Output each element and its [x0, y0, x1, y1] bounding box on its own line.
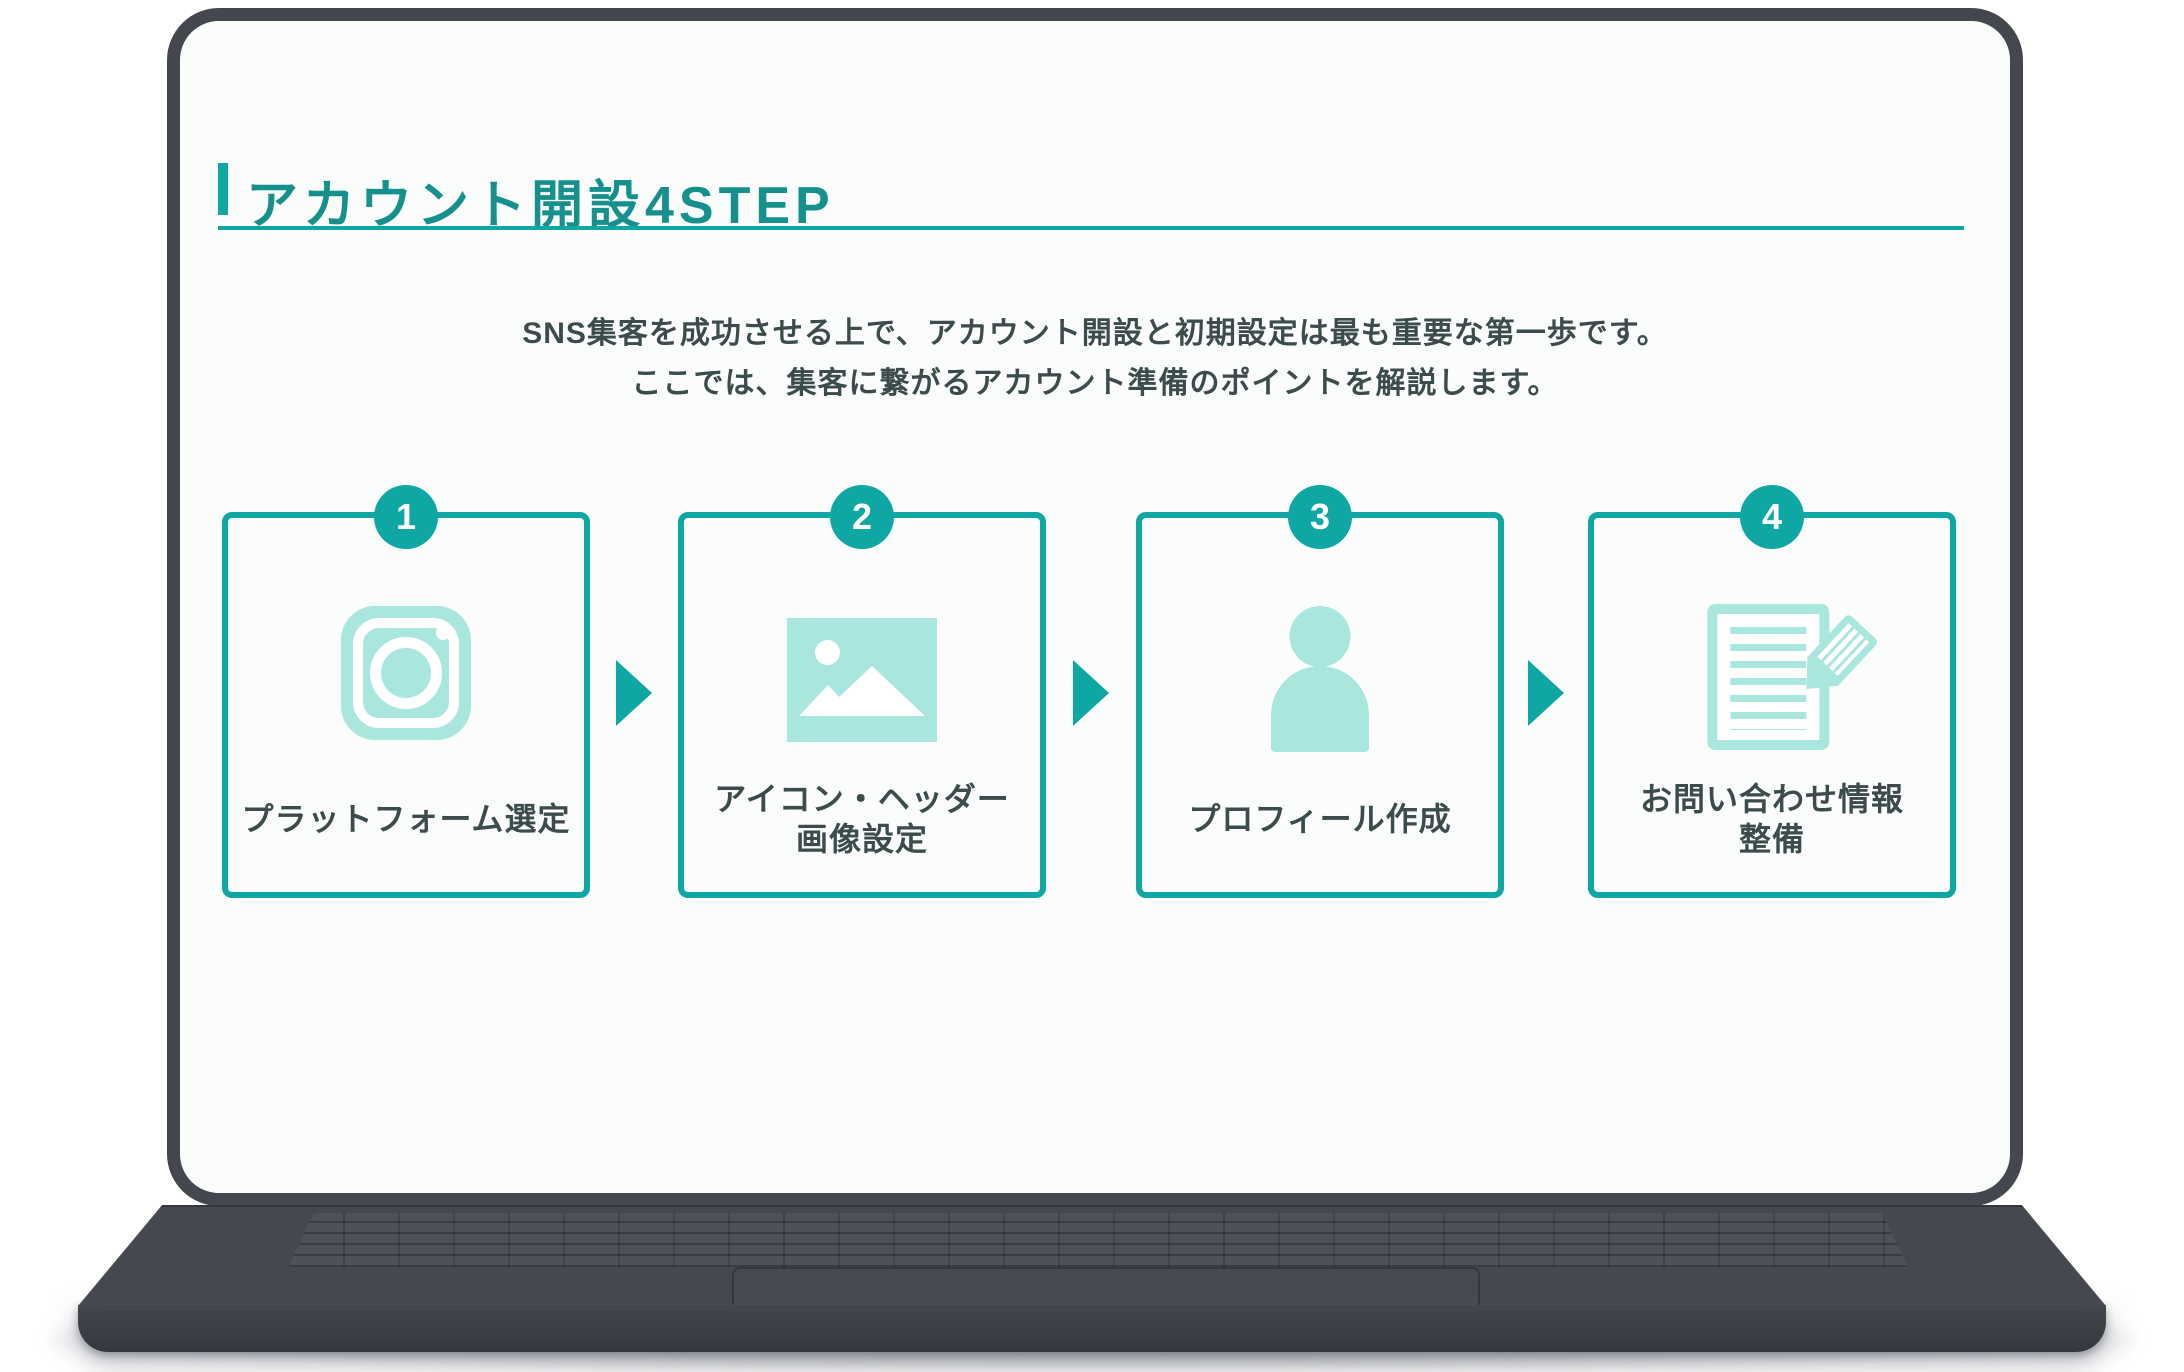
step-box-3: 3 プロフィール作成 [1136, 485, 1504, 898]
laptop-base-front-edge [78, 1305, 2106, 1352]
slide-content: アカウント開設4STEP SNS集客を成功させる上で、アカウント開設と初期設定は… [180, 21, 2010, 1193]
person-icon [1271, 606, 1369, 752]
laptop-screen: アカウント開設4STEP SNS集客を成功させる上で、アカウント開設と初期設定は… [167, 8, 2023, 1206]
instagram-flash-dot [436, 626, 450, 640]
trackpad [732, 1267, 1480, 1305]
step-number-badge: 3 [1288, 485, 1352, 549]
person-body [1271, 666, 1369, 752]
intro-line-2: ここでは、集客に繋がるアカウント準備のポイントを解説します。 [631, 367, 1559, 400]
next-step-arrow-icon [616, 660, 652, 726]
step-number: 3 [1309, 496, 1331, 537]
step-label: プロフィール作成 [1188, 801, 1452, 837]
step-label: お問い合わせ情報 整備 [1639, 781, 1904, 857]
person-head [1289, 606, 1351, 667]
title-accent-bar [218, 163, 228, 215]
step-number-badge: 2 [830, 485, 894, 549]
instagram-frame [353, 618, 459, 728]
step-label: アイコン・ヘッダー 画像設定 [714, 781, 1010, 857]
document-text-lines [1730, 627, 1807, 730]
image-icon [787, 618, 937, 742]
image-sun-dot [815, 640, 840, 665]
keyboard [288, 1213, 1908, 1267]
step-box-1: 1 プラットフォーム選定 [222, 485, 590, 898]
step-box-4: 4 お問い合わせ情報 整備 [1588, 485, 1956, 898]
instagram-icon [341, 606, 471, 740]
step-number: 1 [395, 496, 417, 537]
page-title: アカウント開設4STEP [246, 177, 835, 235]
step-number: 2 [851, 496, 873, 537]
image-mountain-large [819, 666, 925, 716]
step-box-2: 2 アイコン・ヘッダー 画像設定 [678, 485, 1046, 898]
step-label: プラットフォーム選定 [241, 801, 571, 837]
next-step-arrow-icon [1073, 660, 1109, 726]
step-number-badge: 4 [1740, 485, 1804, 549]
document-pencil-icon [1707, 604, 1880, 750]
intro-line-1: SNS集客を成功させる上で、アカウント開設と初期設定は最も重要な第一歩です。 [522, 317, 1668, 350]
instagram-lens [370, 637, 442, 709]
step-number: 4 [1761, 496, 1783, 537]
next-step-arrow-icon [1528, 660, 1564, 726]
intro-description: SNS集客を成功させる上で、アカウント開設と初期設定は最も重要な第一歩です。 こ… [180, 309, 2010, 409]
title-underline [218, 226, 1964, 230]
step-number-badge: 1 [374, 485, 438, 549]
